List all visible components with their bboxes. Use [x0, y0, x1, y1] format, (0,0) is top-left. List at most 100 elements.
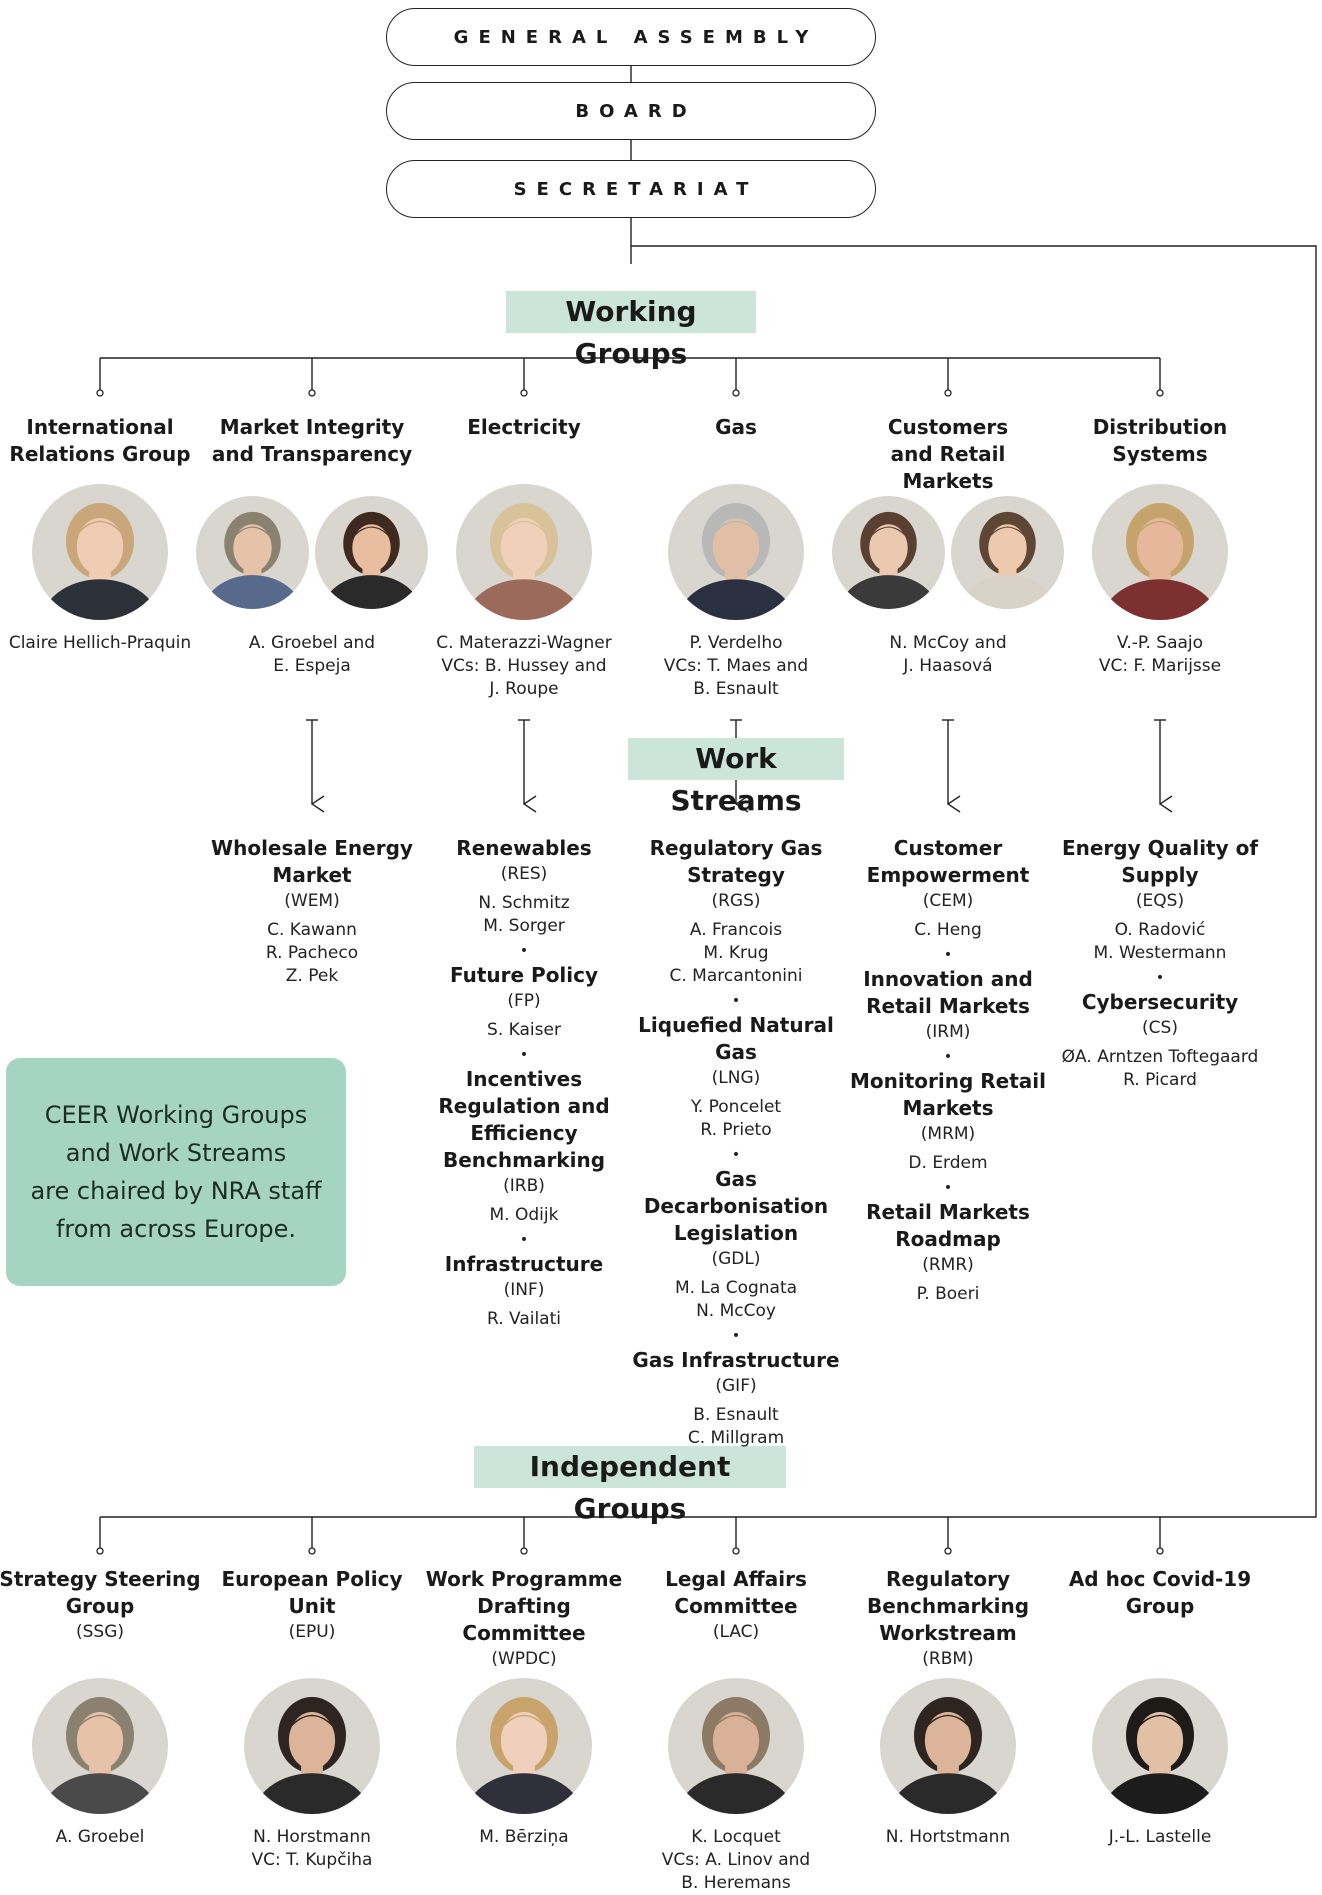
portrait-photo — [880, 1678, 1016, 1814]
portrait-group — [630, 484, 842, 620]
work-stream-name-line: Monitoring Retail — [849, 1069, 1046, 1093]
portrait-photo — [32, 1678, 168, 1814]
chair-name-line: C. Marcantonini — [669, 966, 803, 986]
independent-group-abbreviation: (SSG) — [75, 1622, 125, 1642]
chair-name-line: M. Westermann — [1093, 943, 1227, 963]
work-stream-name-line: Energy Quality of — [1061, 836, 1259, 860]
chair-name-line: N. Hortstmann — [885, 1827, 1011, 1847]
working-group-name-line: Systems — [1112, 442, 1208, 466]
working-group-name-line: Relations Group — [9, 442, 191, 466]
chair-name-line: C. Kawann — [267, 920, 357, 940]
chair-name-line: ØA. Arntzen Toftegaard — [1061, 1047, 1259, 1067]
work-stream: Infrastructure(INF)R. Vailati — [412, 1251, 636, 1331]
independent-group-name-line: Strategy Steering — [0, 1567, 201, 1591]
working-group-name-line: Market Integrity — [219, 415, 405, 439]
work-stream-chairs: Y. Poncelet R. Prieto — [624, 1096, 848, 1142]
work-stream-name-line: Benchmarking — [442, 1148, 606, 1172]
chair-name-line: J.-L. Lastelle — [1108, 1827, 1212, 1847]
chair-name-line: Y. Poncelet — [690, 1097, 782, 1117]
portrait-photo — [668, 484, 804, 620]
chair-name-line: M. Bērziņa — [479, 1827, 569, 1847]
portrait-group — [206, 1678, 418, 1814]
independent-group-name-line: European Policy — [221, 1567, 403, 1591]
portrait-group — [630, 1678, 842, 1814]
work-stream-name-line: Market — [272, 863, 352, 887]
separator-dot: • — [519, 1232, 529, 1248]
work-stream-abbreviation: (RES) — [500, 864, 548, 884]
independent-group-name-line: Regulatory — [885, 1567, 1011, 1591]
chair-name-line: M. Sorger — [483, 916, 565, 936]
secretariat-box: SECRETARIAT — [386, 160, 876, 218]
work-stream-name-line: Retail Markets — [866, 1200, 1030, 1224]
working-groups-heading: Working Groups — [506, 291, 756, 370]
chair-name-line: N. McCoy — [696, 1301, 776, 1321]
work-stream-name-line: Regulation and — [438, 1094, 610, 1118]
work-stream-name-line: Legislation — [673, 1221, 799, 1245]
work-stream-name-line: Renewables — [456, 836, 592, 860]
work-stream-name-line: Liquefied Natural Gas — [638, 1013, 834, 1064]
portrait-group — [418, 484, 630, 620]
chair-name-line: VC: T. Kupčiha — [251, 1850, 373, 1870]
portrait-group — [1054, 1678, 1266, 1814]
work-stream-name-line: Roadmap — [895, 1227, 1001, 1251]
work-stream-abbreviation: (FP) — [507, 991, 541, 1011]
chair-note-line: from across Europe. — [55, 1215, 297, 1243]
board-box: BOARD — [386, 82, 876, 140]
chair-name-line: VCs: T. Maes and — [663, 656, 809, 676]
chair-name-line: R. Prieto — [700, 1120, 772, 1140]
work-stream-abbreviation: (CEM) — [922, 891, 974, 911]
separator-dot: • — [519, 943, 529, 959]
working-group-name: Electricity — [418, 414, 630, 472]
chair-name-line: A. Groebel and — [248, 633, 376, 653]
chair-name-line: V.-P. Saajo — [1116, 633, 1204, 653]
portrait-photo — [244, 1678, 380, 1814]
independent-group-abbreviation: (LAC) — [712, 1622, 760, 1642]
chair-names: A. Groebel — [0, 1826, 206, 1849]
independent-group-name-line: Legal Affairs — [665, 1567, 807, 1591]
chair-name-line: B. Esnault — [693, 1405, 779, 1425]
work-stream-name-line: Efficiency — [470, 1121, 578, 1145]
chair-name-line: Claire Hellich-Praquin — [8, 633, 192, 653]
work-stream-abbreviation: (IRB) — [503, 1176, 545, 1196]
work-stream-name-line: Customer — [893, 836, 1003, 860]
portrait-photo — [1092, 484, 1228, 620]
work-stream-name-line: Strategy — [687, 863, 785, 887]
work-stream-name-line: Innovation and — [863, 967, 1033, 991]
independent-groups-heading: Independent Groups — [474, 1446, 786, 1525]
chair-name-line: A. Francois — [689, 920, 783, 940]
working-group-name-line: and Retail Markets — [890, 442, 1006, 493]
general-assembly-box: GENERAL ASSEMBLY — [386, 8, 876, 66]
work-stream-name-line: Gas Infrastructure — [632, 1348, 840, 1372]
chair-note: CEER Working Groups and Work Streams are… — [6, 1058, 346, 1286]
work-stream-abbreviation: (GDL) — [711, 1249, 761, 1269]
independent-group-name-line: Committee — [462, 1621, 586, 1645]
work-stream-abbreviation: (RMR) — [922, 1255, 974, 1275]
chair-name-line: A. Groebel — [55, 1827, 145, 1847]
independent-group-name-line: Group — [1125, 1594, 1195, 1618]
chair-name-line: R. Pacheco — [265, 943, 359, 963]
